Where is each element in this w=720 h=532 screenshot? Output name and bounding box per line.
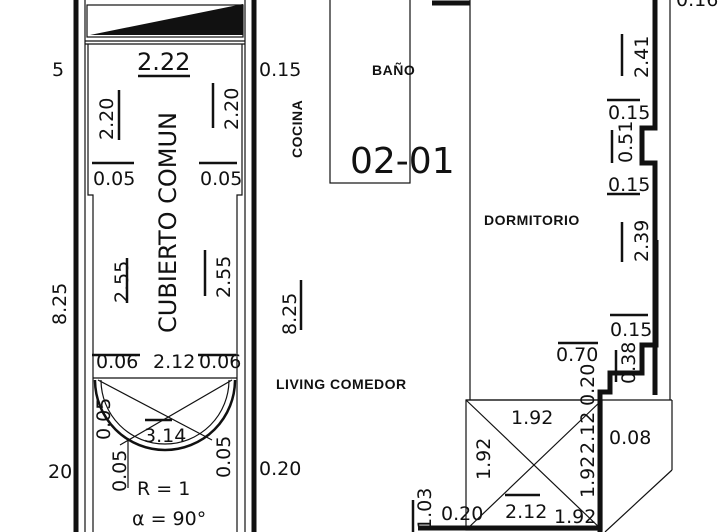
dim-right-bottom: 0.20 [259,458,301,480]
dim-door-width: 2.12 [153,351,195,373]
dim-common-right-upper: 2.20 [221,88,243,130]
dim-left-edge-mid: 8.25 [49,283,71,325]
dim-dorm-small: 0.38 [618,342,640,384]
dim-stair-vert: 1.92 [577,456,599,498]
common-corridor-walls [73,0,257,532]
dim-stair-left: 1.92 [473,438,495,480]
dim-arc-right: 0.05 [213,436,235,478]
dim-arc-left-a: 0.05 [109,450,131,492]
dimensions: 5 8.25 20 2.22 2.20 2.20 0.05 0.05 2.55 … [48,0,718,530]
dim-dorm-step-c: 0.15 [610,319,652,341]
dim-stair-top: 1.92 [511,407,553,429]
dim-arc-length: 3.14 [144,425,186,447]
dim-stair-wall: 0.20 [577,364,599,406]
dim-stair-side: 0.08 [609,427,651,449]
room-label-dormitorio: DORMITORIO [484,212,580,228]
dim-common-left-lower: 2.55 [111,261,133,303]
dim-door-right: 0.06 [199,351,241,373]
dim-left-edge-top: 5 [52,59,64,81]
dim-stair-bottom-right: 1.92 [554,506,596,528]
dim-common-left-wall: 0.05 [93,168,135,190]
dim-common-right-lower: 2.55 [213,256,235,298]
dim-stair-vert2: 2.12 [577,412,599,454]
dim-radius: R = 1 [137,478,190,500]
dim-right-height: 8.25 [279,293,301,335]
dim-left-edge-bottom: 20 [48,461,72,483]
room-label-common: CUBIERTO COMUN [154,112,182,333]
dim-stair-bottom: 2.12 [505,501,547,523]
dim-arc-left-b: 0.05 [93,398,115,440]
dim-dorm-offset: 0.70 [556,344,598,366]
dim-bottom-left-b: 0.20 [441,503,483,525]
room-label-cocina: COCINA [289,100,305,158]
dim-common-width: 2.22 [137,48,190,76]
dim-angle: α = 90° [132,508,206,530]
dim-dorm-upper: 2.41 [631,36,653,78]
room-label-bano: BAÑO [372,61,415,78]
dim-dorm-step-a: 0.15 [608,102,650,124]
dim-common-left-upper: 2.20 [96,98,118,140]
unit-id: 02-01 [350,141,455,182]
unit-walls [329,0,673,532]
room-label-living: LIVING COMEDOR [276,376,407,392]
dim-dorm-step-b: 0.15 [608,174,650,196]
dim-bottom-left-a: 1.03 [414,488,436,530]
dim-top-right-partial: 0.16 [676,0,718,11]
dim-dorm-step-mid: 0.51 [615,121,637,163]
dim-right-wall-top: 0.15 [259,59,301,81]
stair-wedge [90,4,243,35]
dim-door-left: 0.06 [96,351,138,373]
dim-common-right-wall: 0.05 [200,168,242,190]
dim-dorm-lower: 2.39 [631,220,653,262]
